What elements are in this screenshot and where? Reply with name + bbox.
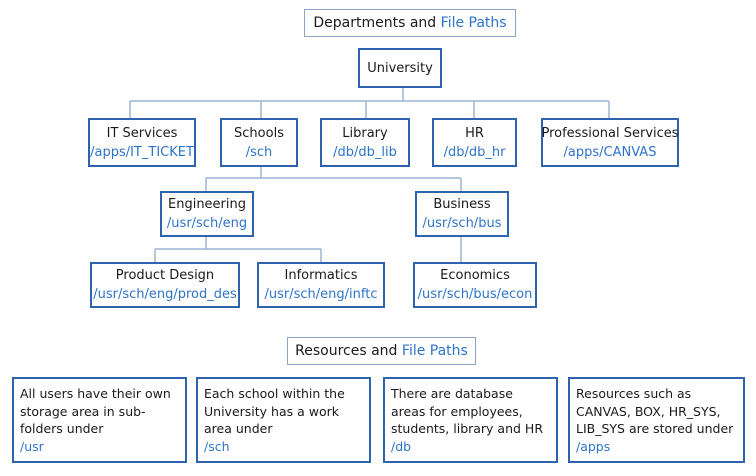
node-path: /usr/sch/bus [422, 216, 502, 231]
node-hr: HR /db/db_hr [432, 118, 517, 167]
node-product-design: Product Design /usr/sch/eng/prod_des [90, 262, 240, 308]
resource-box-usr: All users have their own storage area in… [12, 377, 187, 463]
node-it-services: IT Services /apps/IT_TICKET [88, 118, 196, 167]
node-path: /apps/IT_TICKET [90, 144, 194, 160]
resource-path: /db [391, 438, 412, 454]
departments-header: Departments and File Paths [304, 9, 516, 37]
resources-header-highlight: File Paths [401, 343, 468, 359]
resource-text: Resources such as CANVAS, BOX, HR_SYS, L… [576, 386, 734, 436]
resource-text: All users have their own storage area in… [20, 386, 171, 436]
departments-header-prefix: Departments and [313, 15, 437, 31]
resource-text: Each school within the University has a … [204, 386, 345, 436]
node-economics: Economics /usr/sch/bus/econ [413, 262, 537, 308]
node-title: Schools [234, 125, 284, 141]
resources-header: Resources and File Paths [287, 337, 476, 365]
node-library: Library /db/db_lib [320, 118, 410, 167]
resource-path: /apps [576, 438, 611, 454]
node-title: Library [342, 125, 388, 141]
node-path: /usr/sch/eng/prod_des [93, 287, 237, 302]
node-path: /sch [245, 144, 273, 160]
node-professional-services: Professional Services /apps/CANVAS [541, 118, 679, 167]
node-schools: Schools /sch [220, 118, 298, 167]
departments-header-highlight: File Paths [440, 15, 507, 31]
node-title: Economics [440, 268, 510, 283]
resource-box-db: There are database areas for employees, … [383, 377, 558, 463]
node-title: University [367, 60, 433, 76]
node-engineering: Engineering /usr/sch/eng [160, 191, 254, 237]
node-path: /usr/sch/bus/econ [417, 287, 533, 302]
node-path: /db/db_lib [333, 144, 397, 160]
node-title: HR [465, 125, 484, 141]
node-path: /apps/CANVAS [563, 144, 657, 160]
node-title: Engineering [168, 197, 246, 212]
node-path: /usr/sch/eng [166, 216, 248, 231]
resource-path: /sch [204, 438, 230, 454]
resources-header-prefix: Resources and [295, 343, 398, 359]
resource-text: There are database areas for employees, … [391, 386, 544, 436]
node-title: IT Services [106, 125, 178, 141]
node-path: /usr/sch/eng/inftc [264, 287, 378, 302]
node-informatics: Informatics /usr/sch/eng/inftc [257, 262, 385, 308]
node-title: Professional Services [541, 125, 679, 141]
resource-box-apps: Resources such as CANVAS, BOX, HR_SYS, L… [568, 377, 745, 463]
resource-box-sch: Each school within the University has a … [196, 377, 371, 463]
resource-path: /usr [20, 438, 44, 454]
node-title: Business [433, 197, 491, 212]
node-university: University [358, 48, 442, 88]
node-title: Product Design [115, 268, 215, 283]
node-title: Informatics [284, 268, 358, 283]
node-path: /db/db_hr [443, 144, 506, 160]
node-business: Business /usr/sch/bus [415, 191, 509, 237]
